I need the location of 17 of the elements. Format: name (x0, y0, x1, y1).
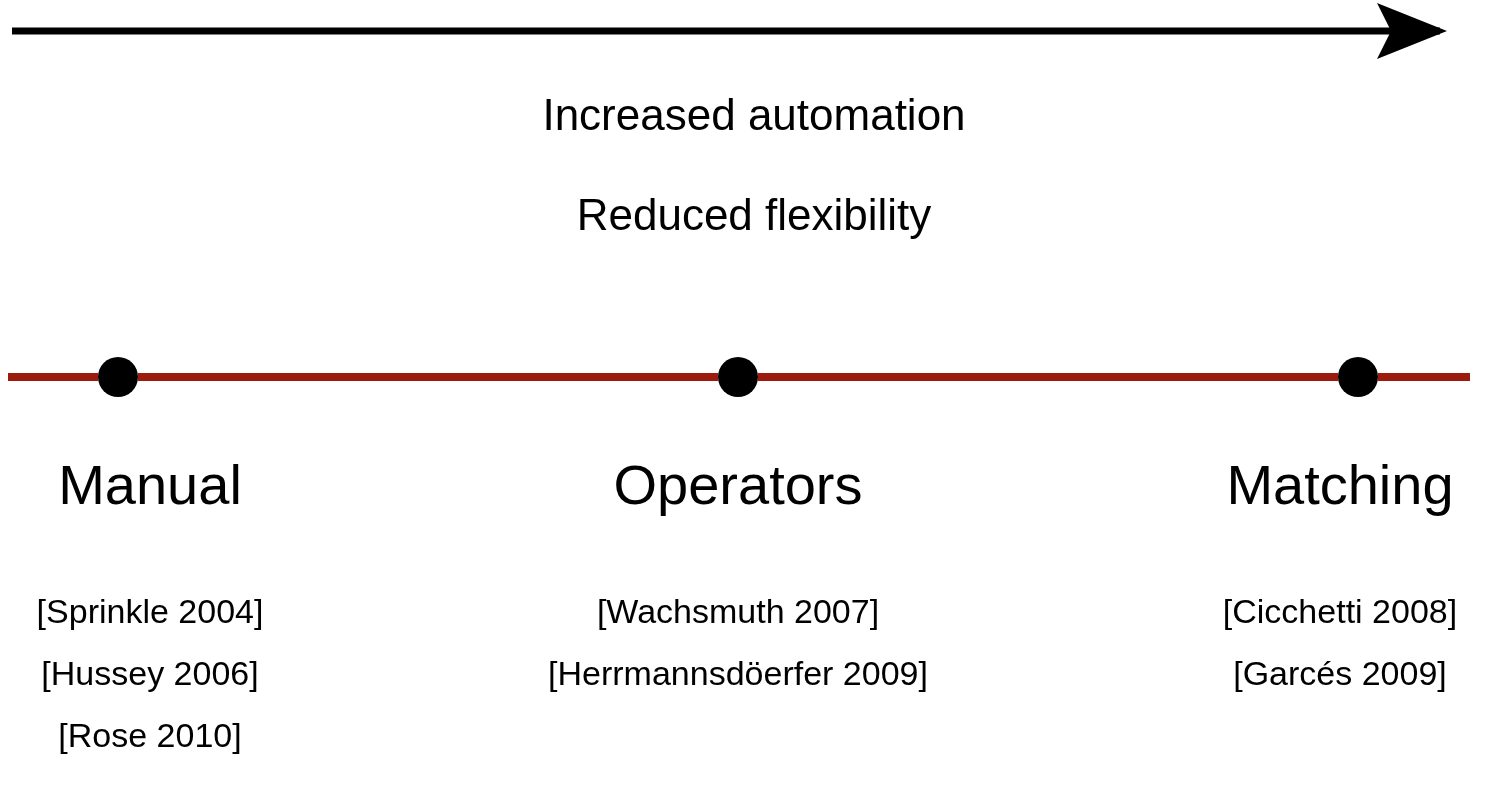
citation-label: [Wachsmuth 2007] (596, 591, 880, 632)
citation-label: [Herrmannsdöerfer 2009] (548, 653, 928, 694)
citation-label: [Rose 2010] (58, 715, 242, 756)
timeline-dot (98, 357, 138, 397)
citation-label: [Hussey 2006] (41, 653, 259, 694)
timeline-dot (718, 357, 758, 397)
category-label: Matching (1226, 452, 1454, 518)
citation-label: [Garcés 2009] (1233, 653, 1447, 694)
category-label: Operators (613, 452, 863, 518)
axis-caption: Reduced flexibility (576, 190, 932, 239)
citation-label: [Sprinkle 2004] (36, 591, 264, 632)
citation-label: [Cicchetti 2008] (1222, 591, 1458, 632)
timeline-segment (138, 373, 718, 381)
timeline-dot (1338, 357, 1378, 397)
timeline-segment (758, 373, 1338, 381)
category-label: Manual (58, 452, 242, 518)
axis-caption: Increased automation (542, 90, 966, 139)
